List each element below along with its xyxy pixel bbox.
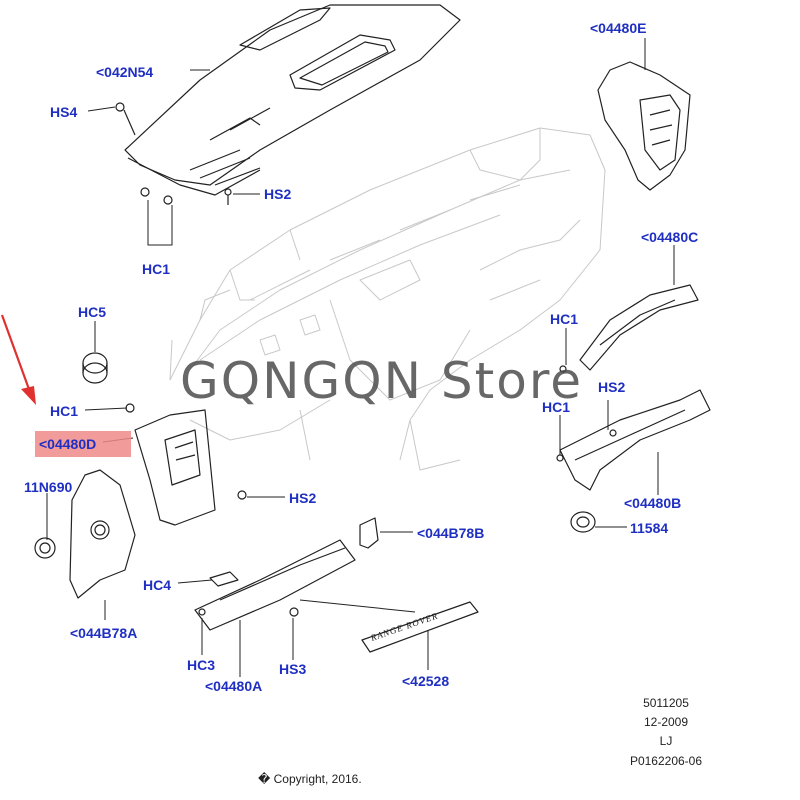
fasteners: [115, 102, 617, 617]
callout-04480B: <04480B: [624, 495, 682, 511]
callout-hc4: HC4: [143, 577, 172, 593]
meta-ref: P0162206-06: [629, 754, 703, 768]
callout-hc1-right-top: HC1: [550, 311, 579, 327]
trim-04480B: [559, 389, 711, 491]
callout-04480C: <04480C: [641, 229, 699, 245]
panel-04480D: [134, 409, 216, 526]
meta-initials: LJ: [659, 734, 673, 748]
top-panel-042N54: [124, 4, 461, 196]
clip-11584: [570, 511, 596, 533]
bezel-04480E: [597, 61, 691, 191]
callout-42528: <42528: [402, 673, 450, 689]
bracket-044B78B: [359, 517, 379, 549]
callout-hs2-right: HS2: [598, 379, 626, 395]
highlight-04480D: [35, 431, 131, 457]
callout-04480E: <04480E: [590, 20, 647, 36]
callout-hc1-right: HC1: [542, 399, 571, 415]
watermark: GQNGQN Store: [180, 352, 584, 410]
callout-hc5: HC5: [78, 304, 107, 320]
copyright: � Copyright, 2016.: [258, 772, 362, 786]
badge-42528: [361, 601, 479, 653]
clip-HC4: [209, 571, 239, 587]
callout-hc1-left: HC1: [50, 403, 79, 419]
callout-hs2-mid: HS2: [289, 490, 317, 506]
callout-hs2-top: HS2: [264, 186, 292, 202]
callout-hc1-top: HC1: [142, 261, 171, 277]
callout-hc3: HC3: [187, 657, 216, 673]
grommet-HC5: [82, 352, 108, 384]
meta-code: 5011205: [643, 696, 689, 710]
cover-044B78A: [69, 469, 136, 599]
dashboard-frame: [169, 127, 606, 471]
badge-text: RANGE ROVER: [368, 610, 439, 643]
meta-date: 12-2009: [643, 715, 689, 729]
callout-hs3: HS3: [279, 661, 307, 677]
callout-11584: 11584: [630, 520, 669, 536]
red-arrow: [0, 314, 36, 405]
leader-lines: [46, 38, 675, 677]
callout-hs4: HS4: [50, 104, 78, 120]
callout-04480A: <04480A: [205, 678, 263, 694]
callout-04480D: <04480D: [39, 436, 97, 452]
callout-044B78A: <044B78A: [70, 625, 138, 641]
callout-11N690: 11N690: [24, 479, 73, 495]
callout-044B78B: <044B78B: [417, 525, 485, 541]
trim-04480C: [579, 284, 699, 371]
panel-04480A: [194, 539, 356, 631]
grommet-11N690: [34, 537, 56, 559]
callout-042N54: <042N54: [96, 64, 154, 80]
